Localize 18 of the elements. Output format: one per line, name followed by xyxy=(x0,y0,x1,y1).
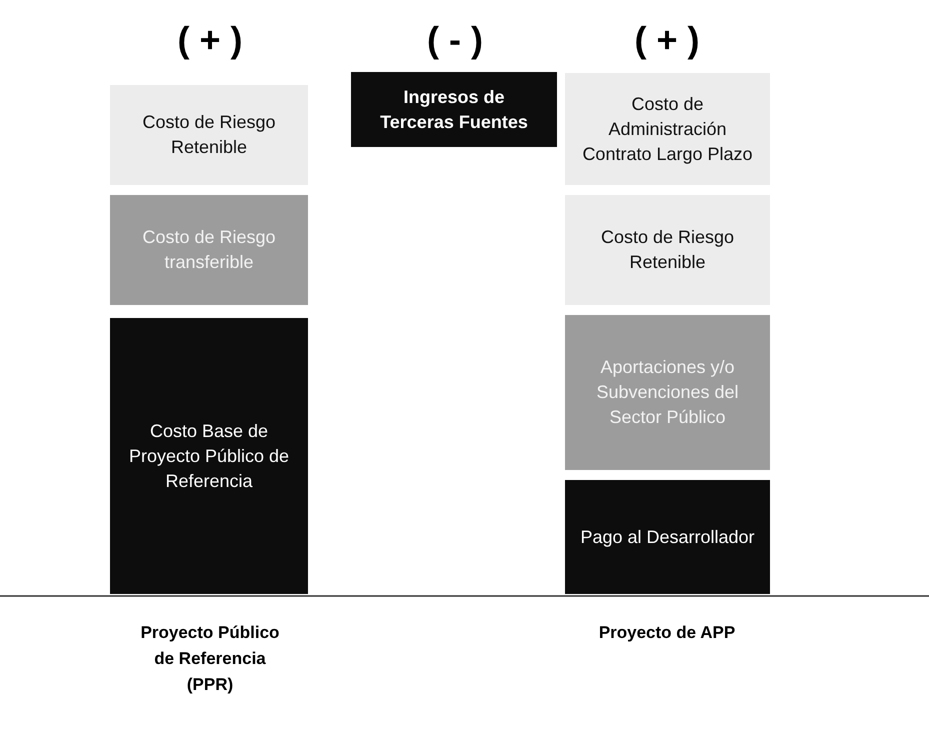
block-label: Aportaciones y/o Subvenciones del Sector Público xyxy=(595,356,740,429)
block-label: Costo de Administración Contrato Largo Plazo xyxy=(581,92,754,166)
cost-block xyxy=(110,195,308,305)
block-label: Costo Base de Proyecto Público de Referencia xyxy=(128,420,290,492)
cost-block xyxy=(351,72,557,147)
sign-symbol: ( + ) xyxy=(633,18,700,62)
block-label: Pago al Desarrollador xyxy=(580,526,755,549)
sign-symbol: ( + ) xyxy=(176,18,244,62)
cost-block xyxy=(565,480,770,594)
cost-block xyxy=(110,318,308,594)
block-label: Costo de Riesgo Retenible xyxy=(141,111,277,159)
sign-symbol: ( - ) xyxy=(426,18,484,62)
block-label: Costo de Riesgo Retenible xyxy=(600,226,736,274)
cost-block xyxy=(565,315,770,470)
block-label: Costo de Riesgo transferible xyxy=(141,226,277,274)
column-caption: Proyecto de APP xyxy=(598,622,736,644)
column-caption: Proyecto Público de Referencia (PPR) xyxy=(140,622,280,696)
block-label: Ingresos de Terceras Fuentes xyxy=(379,86,529,134)
